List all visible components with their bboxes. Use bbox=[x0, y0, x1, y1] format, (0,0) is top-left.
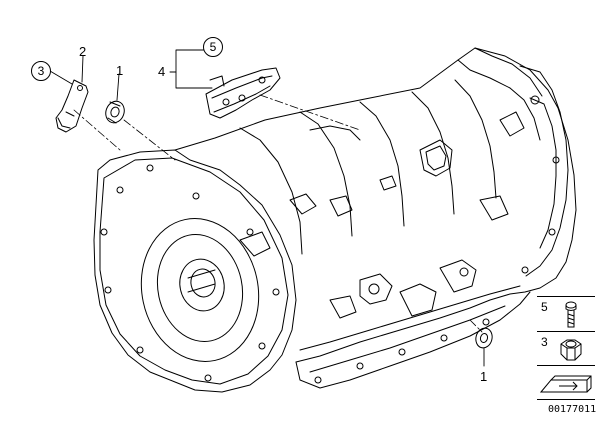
bolt-icon bbox=[565, 301, 577, 328]
callout-leaders bbox=[49, 49, 485, 367]
callout-1-top-label: 1 bbox=[116, 63, 124, 78]
parts-legend: 5 3 bbox=[537, 296, 595, 400]
selector-lever bbox=[205, 67, 281, 119]
leader-lines bbox=[73, 94, 483, 333]
drawing-reference-number: 00177011 bbox=[548, 404, 597, 415]
legend-row-bolt: 5 bbox=[537, 296, 595, 331]
legend-row-plate bbox=[537, 365, 595, 400]
callout-5-label: 5 bbox=[209, 40, 217, 54]
legend-row-nut: 3 bbox=[537, 331, 595, 365]
bracket-part bbox=[55, 79, 89, 133]
callout-3-circle: 3 bbox=[31, 61, 51, 81]
seal-ring-bottom bbox=[475, 327, 493, 349]
callout-4-label: 4 bbox=[158, 64, 166, 79]
seal-ring-top bbox=[105, 100, 125, 124]
legend-num-bolt: 5 bbox=[541, 300, 548, 314]
legend-num-nut: 3 bbox=[541, 335, 548, 349]
arrow-plate-icon bbox=[539, 375, 592, 393]
nut-icon bbox=[560, 339, 582, 361]
callout-1-bottom-label: 1 bbox=[480, 369, 488, 384]
callout-2-label: 2 bbox=[79, 44, 87, 59]
callout-3-label: 3 bbox=[37, 64, 45, 78]
callout-5-circle: 5 bbox=[203, 37, 223, 57]
transmission-housing bbox=[93, 47, 577, 393]
